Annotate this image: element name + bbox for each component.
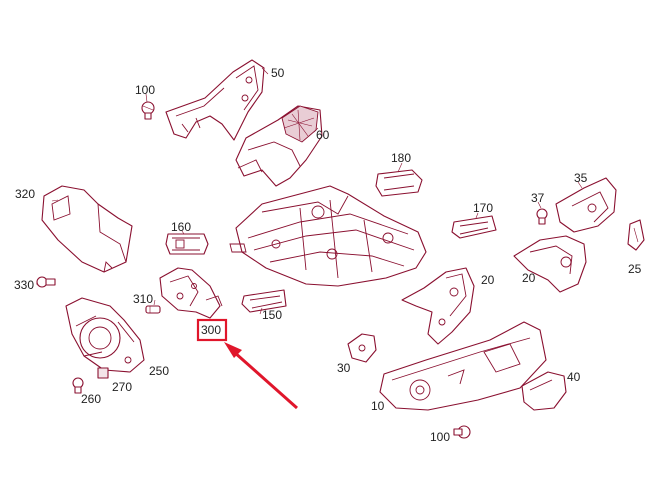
part-180-clip-bracket[interactable]: [375, 169, 423, 197]
label-150: 150: [262, 308, 282, 322]
part-37-screw[interactable]: [536, 208, 548, 225]
label-37: 37: [531, 191, 545, 205]
label-10: 10: [371, 399, 385, 413]
leader-lines: [36, 67, 583, 315]
part-labels: 100 50 60 180 35 37 320 170 160 25 20 20…: [14, 66, 642, 444]
part-310-pin[interactable]: [145, 305, 161, 314]
part-50-trim-bracket[interactable]: [165, 59, 265, 141]
part-30-small-bracket[interactable]: [347, 333, 377, 363]
part-100-screw-bottom[interactable]: [453, 425, 471, 439]
label-25: 25: [628, 262, 642, 276]
label-330: 330: [14, 278, 34, 292]
label-100-bottom: 100: [430, 430, 450, 444]
label-310: 310: [133, 292, 153, 306]
label-35: 35: [574, 171, 588, 185]
part-270-clip[interactable]: [97, 367, 109, 379]
label-260: 260: [81, 392, 101, 406]
label-30: 30: [337, 361, 351, 375]
label-100-top: 100: [135, 83, 155, 97]
part-320-side-cover[interactable]: [41, 185, 133, 273]
part-10-outer-side-panel[interactable]: [379, 321, 547, 411]
part-300-actuator[interactable]: [159, 267, 223, 319]
label-50: 50: [271, 66, 285, 80]
part-160-clip-bracket[interactable]: [165, 233, 209, 255]
label-20-right: 20: [522, 271, 536, 285]
part-260-screw[interactable]: [72, 377, 84, 394]
label-20-center: 20: [481, 273, 495, 287]
seat-frame-assembly[interactable]: [229, 185, 427, 287]
part-100-screw-top[interactable]: [141, 101, 155, 120]
part-170-clip-bracket[interactable]: [451, 215, 497, 239]
highlight-annotation: [196, 318, 298, 410]
label-40: 40: [567, 370, 581, 384]
label-300: 300: [201, 323, 221, 337]
part-25-clip[interactable]: [627, 219, 645, 251]
part-35-cover[interactable]: [555, 177, 617, 233]
part-150-clip-bracket[interactable]: [241, 289, 287, 313]
part-20-recliner-bracket-center[interactable]: [401, 267, 475, 345]
label-160: 160: [171, 220, 191, 234]
highlight-box: [196, 318, 228, 342]
label-180: 180: [391, 151, 411, 165]
highlight-arrow-head: [224, 342, 242, 358]
label-60: 60: [316, 128, 330, 142]
part-250-guide-housing[interactable]: [65, 297, 145, 373]
part-40-cap[interactable]: [521, 371, 567, 411]
highlight-arrow-shaft: [233, 350, 298, 410]
part-330-screw[interactable]: [36, 276, 56, 288]
label-170: 170: [473, 201, 493, 215]
label-270: 270: [112, 380, 132, 394]
part-60-mesh-bracket[interactable]: [235, 105, 323, 187]
label-320: 320: [15, 187, 35, 201]
part-20-recliner-bracket-right[interactable]: [513, 235, 587, 293]
label-250: 250: [149, 364, 169, 378]
